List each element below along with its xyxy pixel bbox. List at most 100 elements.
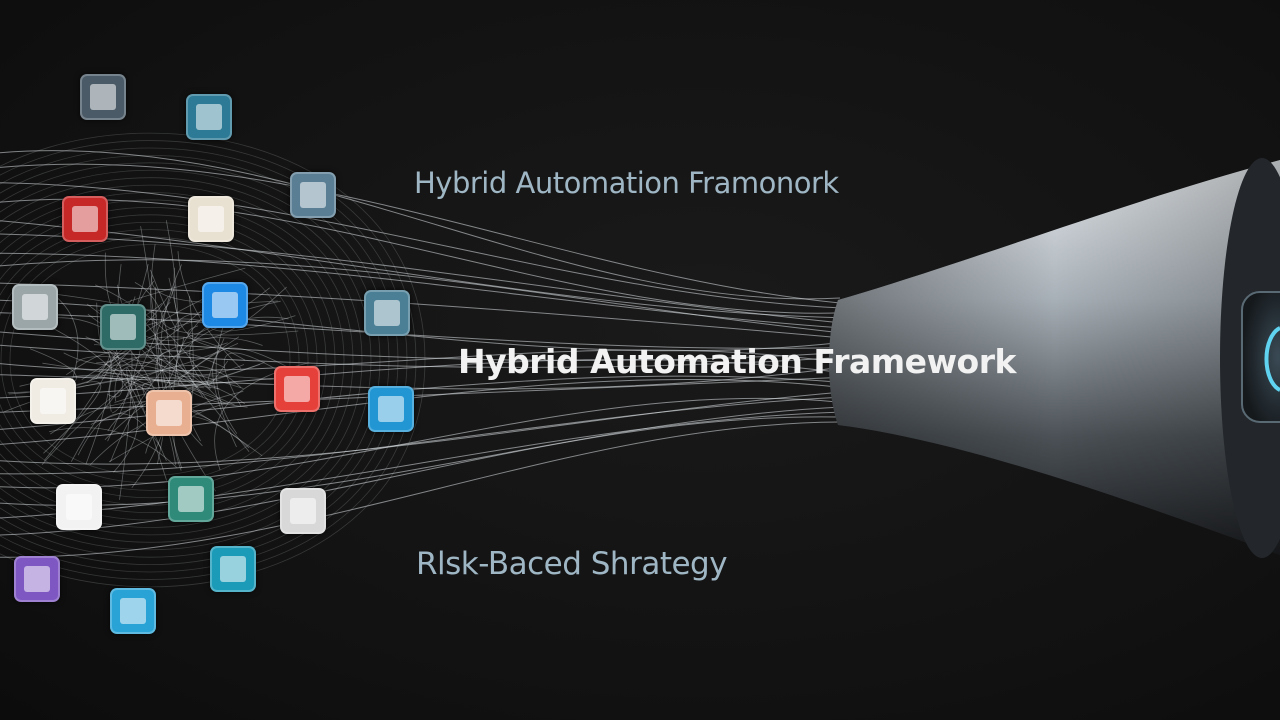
- app-glyph-icon: [22, 294, 48, 320]
- app-icon-19: [110, 588, 156, 634]
- connection-line: [76, 356, 244, 389]
- connection-line: [0, 199, 345, 521]
- connection-line: [0, 233, 841, 324]
- connection-line: [0, 259, 841, 334]
- connection-line: [98, 292, 217, 372]
- connection-line: [0, 252, 841, 329]
- app-icon-6: [12, 284, 58, 330]
- app-icon-3: [62, 196, 108, 242]
- connection-line: [150, 269, 180, 331]
- app-glyph-icon: [198, 206, 224, 232]
- connection-line: [223, 352, 289, 407]
- connection-line: [150, 244, 245, 376]
- connection-line: [9, 244, 291, 476]
- app-icon-4: [188, 196, 234, 242]
- app-glyph-icon: [290, 498, 316, 524]
- connection-line: [176, 304, 248, 408]
- connection-line: [92, 339, 152, 386]
- app-glyph-icon: [72, 206, 98, 232]
- app-icon-15: [168, 476, 214, 522]
- app-glyph-icon: [284, 376, 310, 402]
- connection-line: [0, 376, 841, 413]
- app-glyph-icon: [120, 598, 146, 624]
- lens: [1241, 291, 1280, 423]
- connection-line: [0, 406, 841, 506]
- app-icon-13: [368, 386, 414, 432]
- connection-line: [126, 375, 278, 398]
- connection-line: [0, 349, 841, 372]
- connection-line: [49, 427, 177, 468]
- connection-line: [41, 365, 242, 466]
- app-glyph-icon: [212, 292, 238, 318]
- connection-line: [212, 347, 294, 448]
- app-icon-10: [30, 378, 76, 424]
- connection-line: [63, 349, 193, 366]
- connection-line: [187, 325, 217, 349]
- connection-line: [177, 251, 242, 369]
- app-icon-5: [290, 172, 336, 218]
- app-glyph-icon: [156, 400, 182, 426]
- connection-line: [0, 132, 426, 588]
- app-glyph-icon: [220, 556, 246, 582]
- app-glyph-icon: [300, 182, 326, 208]
- connection-line: [0, 155, 399, 565]
- lens-ring: [1264, 326, 1280, 392]
- app-icon-1: [80, 74, 126, 120]
- connection-line: [189, 300, 281, 390]
- app-icon-16: [280, 488, 326, 534]
- app-icon-7: [202, 282, 248, 328]
- connection-line: [38, 291, 157, 323]
- caption-bottom: Rlsk-Baced Shrategy: [416, 546, 728, 582]
- connection-line: [0, 397, 841, 489]
- app-icon-14: [56, 484, 102, 530]
- connection-line: [0, 177, 372, 543]
- connection-line: [177, 351, 265, 387]
- connection-line: [143, 320, 250, 452]
- connection-line: [0, 163, 841, 304]
- app-glyph-icon: [66, 494, 92, 520]
- connection-line: [101, 356, 223, 403]
- connection-line: [131, 220, 179, 488]
- connection-line: [0, 421, 841, 558]
- app-icon-9: [364, 290, 410, 336]
- connection-line: [151, 275, 278, 304]
- connection-line: [0, 396, 841, 475]
- connection-line: [160, 301, 299, 336]
- app-icon-12: [146, 390, 192, 436]
- connection-line: [0, 375, 841, 430]
- connection-line: [0, 411, 841, 519]
- connection-line: [0, 358, 841, 399]
- app-icon-18: [14, 556, 60, 602]
- connection-line: [0, 162, 390, 558]
- connection-line: [0, 206, 336, 514]
- caption-main-title: Hybrid Automation Framework: [458, 342, 1016, 381]
- connection-line: [0, 378, 841, 445]
- connection-line: [126, 367, 167, 481]
- connection-line: [0, 184, 363, 536]
- connection-line: [70, 337, 263, 462]
- app-icon-17: [210, 546, 256, 592]
- app-glyph-icon: [378, 396, 404, 422]
- connection-line: [0, 220, 841, 319]
- app-icon-8: [100, 304, 146, 350]
- connection-line: [155, 350, 225, 492]
- app-glyph-icon: [178, 486, 204, 512]
- caption-top: Hybrid Automation Framonork: [414, 166, 839, 200]
- connection-line: [22, 313, 138, 473]
- app-glyph-icon: [196, 104, 222, 130]
- connection-line: [173, 267, 287, 340]
- connection-line: [0, 236, 300, 484]
- app-glyph-icon: [374, 300, 400, 326]
- app-glyph-icon: [90, 84, 116, 110]
- connection-line: [0, 192, 354, 528]
- app-glyph-icon: [110, 314, 136, 340]
- connection-line: [0, 182, 841, 309]
- app-glyph-icon: [40, 388, 66, 414]
- connection-line: [0, 391, 841, 465]
- connection-line: [109, 336, 246, 364]
- connection-line: [0, 198, 841, 314]
- connection-line: [106, 372, 226, 404]
- app-icon-11: [274, 366, 320, 412]
- connection-line: [95, 284, 211, 389]
